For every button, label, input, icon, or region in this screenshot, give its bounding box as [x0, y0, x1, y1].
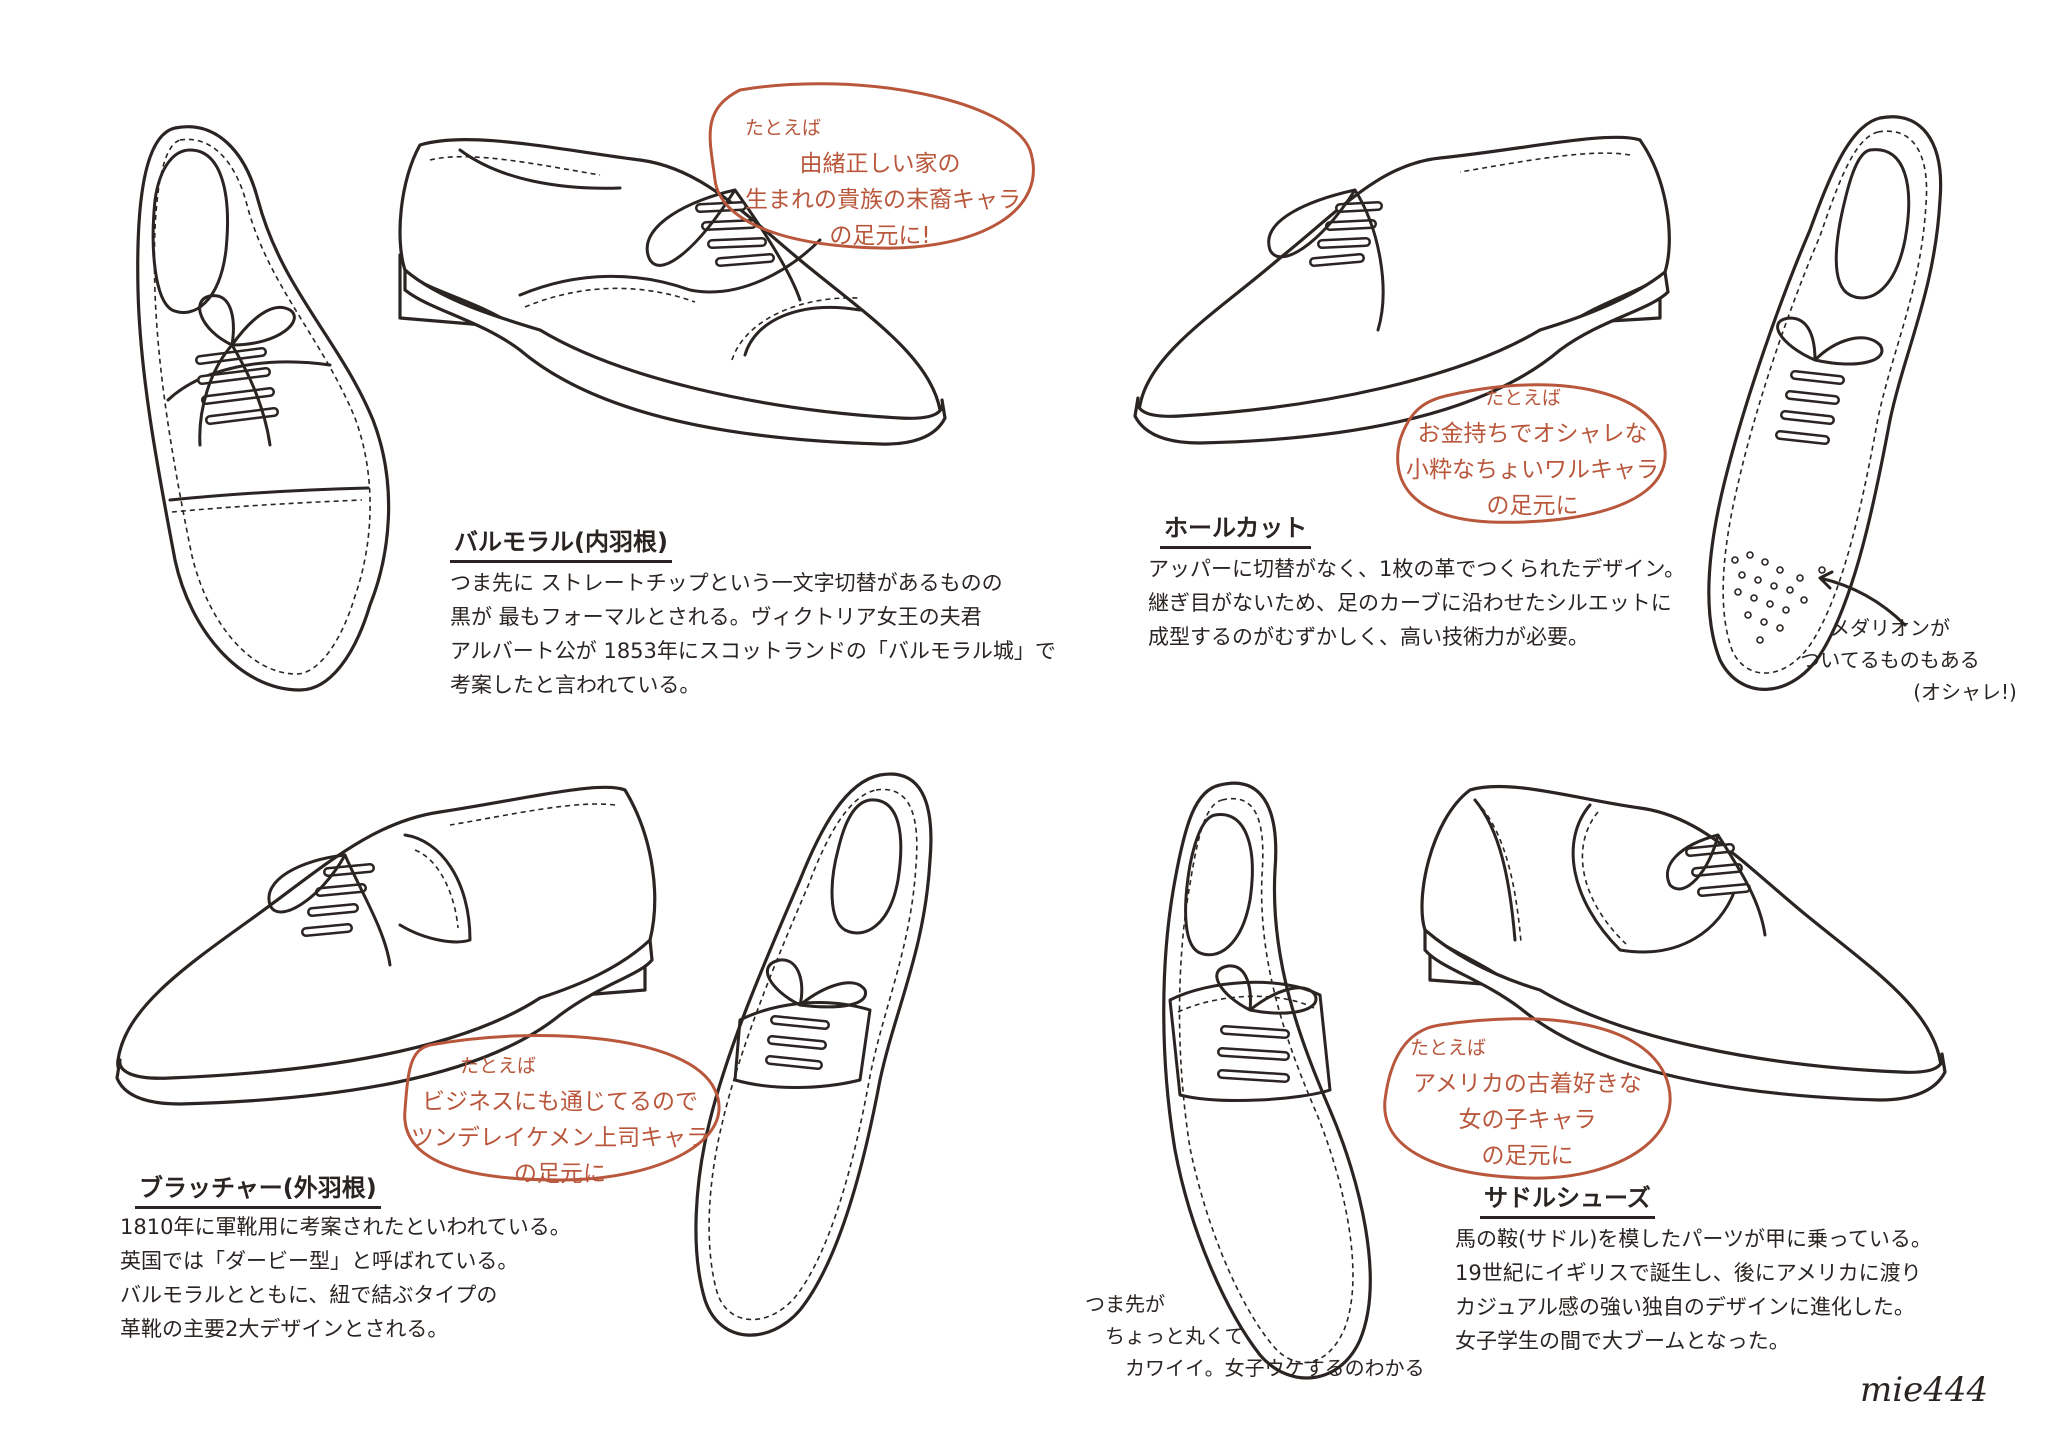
balmoral-top-view [136, 125, 391, 692]
description-line: 成型するのがむずかしく、高い技術力が必要。 [1148, 625, 1589, 649]
blucher-bubble-note: たとえば ビジネスにも通じてるので ツンデレイケメン上司キャラ の足元に [410, 1048, 710, 1192]
wholecut-bubble-outline [1396, 383, 1667, 524]
saddle-bubble-line: アメリカの古着好きな [1413, 1071, 1642, 1097]
wholecut-bubble-line: の足元に [1486, 493, 1579, 519]
description-line: つま先に ストレートチップという一文字切替があるものの [450, 571, 1003, 595]
saddle-title: サドルシューズ [1480, 1178, 1655, 1219]
artist-signature: mie444 [1860, 1370, 1989, 1410]
medallion-dots [1731, 551, 1826, 644]
saddle-description: 馬の鞍(サドル)を模したパーツが甲に乗っている。 19世紀にイギリスで誕生し、後… [1455, 1222, 1932, 1358]
description-line: 考案したと言われている。 [450, 673, 701, 697]
balmoral-bubble-line: 由緒正しい家の [799, 151, 961, 177]
blucher-side-view [115, 785, 657, 1106]
balmoral-bubble-line: の足元に! [829, 223, 931, 249]
medallion-note: メダリオンが ついてるものもある (オシャレ!) [1745, 612, 2035, 708]
rounded-toe-note-line: カワイイ。女子ウケするのわかる [1125, 1356, 1425, 1380]
balmoral-side-view [398, 138, 947, 446]
balmoral-bubble-note: たとえば 由緒正しい家の 生まれの貴族の末裔キャラ の足元に! [745, 110, 1021, 254]
description-line: 英国では「ダービー型」と呼ばれている。 [120, 1249, 519, 1273]
blucher-bubble-outline [403, 1034, 721, 1182]
wholecut-top-view [1707, 115, 1943, 691]
balmoral-bubble-line: たとえば [745, 117, 822, 139]
description-line: アッパーに切替がなく、1枚の革でつくられたデザイン。 [1148, 557, 1686, 581]
saddle-bubble-note: たとえば アメリカの古着好きな 女の子キャラ の足元に [1400, 1030, 1655, 1174]
saddle-bubble-line: の足元に [1481, 1143, 1574, 1169]
saddle-top-view [1162, 781, 1372, 1380]
description-line: バルモラルとともに、紐で結ぶタイプの [120, 1283, 498, 1307]
description-line: 女子学生の間で大ブームとなった。 [1455, 1329, 1790, 1353]
blucher-bubble-line: ビジネスにも通じてるので [422, 1089, 698, 1115]
saddle-bubble-line: 女の子キャラ [1458, 1107, 1597, 1133]
description-line: カジュアル感の強い独自のデザインに進化した。 [1455, 1295, 1915, 1319]
blucher-bubble-line: の足元に [514, 1161, 606, 1187]
wholecut-title: ホールカット [1160, 508, 1312, 549]
saddle-bubble-line: たとえば [1410, 1037, 1487, 1059]
blucher-top-view [694, 772, 933, 1337]
description-line: 革靴の主要2大デザインとされる。 [120, 1317, 449, 1341]
description-line: 黒が 最もフォーマルとされる。ヴィクトリア女王の夫君 [450, 605, 982, 629]
wholecut-side-view [1133, 135, 1671, 445]
description-line: 馬の鞍(サドル)を模したパーツが甲に乗っている。 [1455, 1227, 1932, 1251]
rounded-toe-note: つま先が ちょっと丸くて カワイイ。女子ウケするのわかる [1085, 1288, 1425, 1384]
rounded-toe-note-line: ちょっと丸くて [1105, 1324, 1245, 1348]
wholecut-bubble-line: 小粋なちょいワルキャラ [1406, 457, 1659, 483]
description-line: アルバート公が 1853年にスコットランドの「バルモラル城」で [450, 639, 1056, 663]
rounded-toe-note-line: つま先が [1085, 1292, 1165, 1316]
medallion-note-line: メダリオンが [1830, 616, 1950, 640]
blucher-title: ブラッチャー(外羽根) [135, 1168, 381, 1209]
wholecut-bubble-note: たとえば お金持ちでオシャレな 小粋なちょいワルキャラ の足元に [1405, 380, 1660, 524]
description-line: 継ぎ目がないため、足のカーブに沿わせたシルエットに [1148, 591, 1672, 615]
medallion-note-line: (オシャレ!) [1913, 680, 2017, 704]
saddle-bubble-outline [1383, 1017, 1672, 1180]
balmoral-bubble-line: 生まれの貴族の末裔キャラ [745, 187, 1021, 213]
wholecut-description: アッパーに切替がなく、1枚の革でつくられたデザイン。 継ぎ目がないため、足のカー… [1148, 552, 1685, 654]
blucher-bubble-line: ツンデレイケメン上司キャラ [410, 1125, 710, 1151]
blucher-bubble-line: たとえば [460, 1055, 537, 1077]
description-line: 1810年に軍靴用に考案されたといわれている。 [120, 1215, 571, 1239]
saddle-side-view [1420, 784, 1947, 1102]
balmoral-bubble-outline [708, 82, 1035, 250]
balmoral-description: つま先に ストレートチップという一文字切替があるものの 黒が 最もフォーマルとさ… [450, 566, 1056, 702]
blucher-description: 1810年に軍靴用に考案されたといわれている。 英国では「ダービー型」と呼ばれて… [120, 1210, 571, 1346]
balmoral-title: バルモラル(内羽根) [450, 522, 672, 563]
wholecut-bubble-line: お金持ちでオシャレな [1417, 421, 1648, 447]
medallion-note-line: ついてるものもある [1800, 648, 1980, 672]
wholecut-bubble-line: たとえば [1485, 387, 1562, 409]
description-line: 19世紀にイギリスで誕生し、後にアメリカに渡り [1455, 1261, 1922, 1285]
